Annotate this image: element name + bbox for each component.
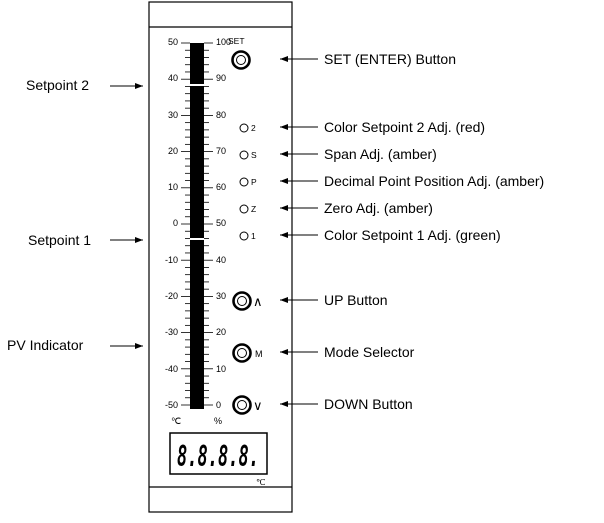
set-button[interactable]: [231, 50, 251, 70]
left-tick-label: 0: [173, 218, 178, 228]
callout-zero-text: Zero Adj. (amber): [324, 200, 433, 216]
callout-mode-text: Mode Selector: [324, 344, 415, 360]
left-scale-ticks: [181, 42, 190, 406]
right-tick-label: 100: [216, 37, 231, 47]
callout-color-sp2-text: Color Setpoint 2 Adj. (red): [324, 119, 485, 135]
left-tick-label: -10: [165, 255, 178, 265]
left-tick-label: 40: [168, 73, 178, 83]
left-tick-label: 20: [168, 146, 178, 156]
callout-setpoint1: Setpoint 1: [28, 232, 143, 248]
digital-display: 8.8.8.8. ℃: [169, 432, 268, 487]
left-tick-label: -50: [165, 400, 178, 410]
left-scale-unit: ℃: [171, 416, 181, 426]
callout-span-text: Span Adj. (amber): [324, 146, 437, 162]
callout-span: Span Adj. (amber): [280, 146, 437, 162]
down-arrow-icon: ∨: [253, 398, 263, 413]
callout-color-sp1-text: Color Setpoint 1 Adj. (green): [324, 227, 501, 243]
right-scale-labels: 100 90 80 70 60 50 40 30 20 10 0: [216, 37, 231, 410]
right-tick-label: 70: [216, 146, 226, 156]
display-unit: ℃: [256, 477, 266, 487]
down-button[interactable]: ∨: [232, 395, 263, 415]
led-decimal-label: P: [251, 177, 257, 187]
callout-setpoint1-text: Setpoint 1: [28, 232, 91, 248]
left-tick-label: -30: [165, 327, 178, 337]
left-scale-labels: 50 40 30 20 10 0 -10 -20 -30 -40 -50: [165, 37, 178, 410]
led-span[interactable]: S: [239, 150, 257, 160]
led-setpoint1-label: 1: [251, 231, 256, 241]
right-tick-label: 80: [216, 110, 226, 120]
right-scale-unit: %: [214, 416, 222, 426]
up-arrow-icon: ∧: [253, 294, 263, 309]
callout-color-sp1: Color Setpoint 1 Adj. (green): [280, 227, 501, 243]
callout-down-text: DOWN Button: [324, 396, 413, 412]
right-tick-label: 40: [216, 255, 226, 265]
callout-decimal: Decimal Point Position Adj. (amber): [280, 173, 544, 189]
led-zero[interactable]: Z: [239, 204, 256, 214]
display-digits: 8.8.8.8.: [177, 440, 259, 473]
mode-label: M: [255, 349, 263, 359]
right-tick-label: 10: [216, 364, 226, 374]
callout-mode-selector: Mode Selector: [280, 344, 415, 360]
callout-decimal-text: Decimal Point Position Adj. (amber): [324, 173, 544, 189]
left-tick-label: 10: [168, 182, 178, 192]
callout-zero: Zero Adj. (amber): [280, 200, 433, 216]
mode-button[interactable]: M: [232, 343, 263, 363]
callout-color-sp2: Color Setpoint 2 Adj. (red): [280, 119, 485, 135]
callout-pv-indicator: PV Indicator: [7, 337, 143, 353]
callout-up-text: UP Button: [324, 292, 388, 308]
callout-up-button: UP Button: [280, 292, 388, 308]
led-zero-label: Z: [251, 204, 256, 214]
right-tick-label: 0: [216, 400, 221, 410]
right-tick-label: 50: [216, 218, 226, 228]
left-tick-label: -20: [165, 291, 178, 301]
right-tick-label: 20: [216, 327, 226, 337]
left-tick-label: 50: [168, 37, 178, 47]
device-panel: [148, 1, 293, 513]
bar-graph: [190, 43, 204, 409]
led-span-label: S: [251, 150, 257, 160]
right-tick-label: 90: [216, 73, 226, 83]
set-label: SET: [228, 36, 245, 46]
led-setpoint2[interactable]: 2: [239, 123, 256, 133]
callout-setpoint2-text: Setpoint 2: [26, 77, 89, 93]
left-tick-label: 30: [168, 110, 178, 120]
callout-pv-text: PV Indicator: [7, 337, 84, 353]
right-scale-ticks: [204, 42, 213, 406]
led-decimal[interactable]: P: [239, 177, 257, 187]
up-button[interactable]: ∧: [232, 291, 263, 311]
callout-set-button: SET (ENTER) Button: [280, 51, 456, 67]
led-setpoint1[interactable]: 1: [239, 231, 256, 241]
left-tick-label: -40: [165, 364, 178, 374]
right-tick-label: 30: [216, 291, 226, 301]
led-setpoint2-label: 2: [251, 123, 256, 133]
callout-set-text: SET (ENTER) Button: [324, 51, 456, 67]
callout-down-button: DOWN Button: [280, 396, 413, 412]
right-tick-label: 60: [216, 182, 226, 192]
callout-setpoint2: Setpoint 2: [26, 77, 143, 93]
